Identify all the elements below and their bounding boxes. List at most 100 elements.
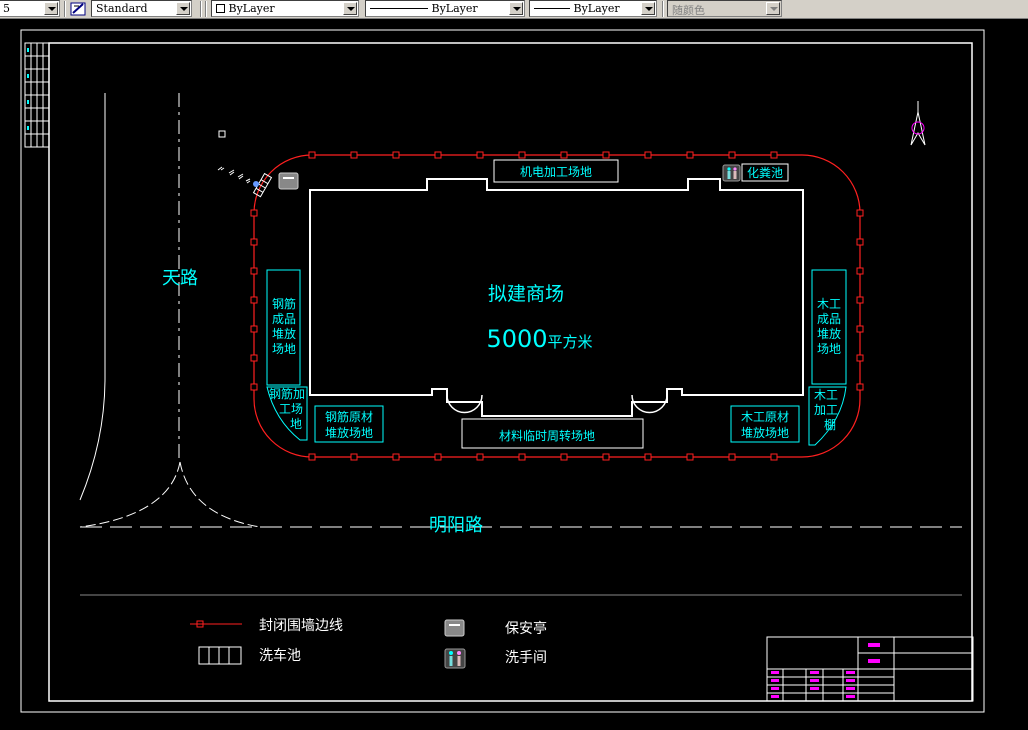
zone-rebar-finished-label: 钢筋 成品 堆放 场地 [272,296,296,356]
text-style-combo[interactable]: Standard [91,0,192,17]
toolbar-separator [64,1,66,17]
zone-text-line: 场地 [817,342,841,356]
line-sample-icon [534,8,570,9]
fence-marker [686,151,694,159]
text-style-value: Standard [96,2,148,15]
swatch-icon [216,4,225,13]
road-south-label: 明阳路 [429,515,483,536]
fence-marker [250,354,258,362]
linetype-combo[interactable]: ByLayer [365,0,525,17]
legend-toilet-icon [444,648,466,669]
color-combo[interactable]: 随颜色 [667,0,782,17]
fence-marker [602,453,610,461]
zone-text-line: 堆放场地 [325,425,373,440]
fence-marker [250,267,258,275]
fence-marker [728,151,736,159]
zone-text-line: 棚 [824,417,836,432]
north-arrow-icon [910,101,926,146]
zone-text-line: 工场 [279,402,303,416]
lineweight-value: ByLayer [573,2,620,15]
title-block-entries [771,643,880,698]
lineweight-combo[interactable]: ByLayer [529,0,657,17]
fence-marker [308,151,316,159]
chevron-down-icon[interactable] [343,2,357,15]
chevron-down-icon[interactable] [509,2,523,15]
gate-tick-marks [217,130,251,184]
fence-marker [250,383,258,391]
fence-marker [518,453,526,461]
outer-frame [20,29,985,713]
zone-septic-label: 化粪池 [747,166,783,180]
building-name: 拟建商场 [488,283,564,305]
road-junction-right [179,461,261,528]
roads [79,93,962,596]
chevron-down-icon[interactable] [766,2,780,15]
zone-material-label: 材料临时周转场地 [499,428,595,443]
fence-marker [476,151,484,159]
building-area-unit: 平方米 [547,333,592,351]
building-area-value: 5000 [486,325,547,353]
zone-rebar-process [266,386,308,441]
inner-frame [48,42,973,702]
drawing-canvas[interactable]: 天路 明阳路 拟建商场 5000 平方米 机电加工场地 化粪池 钢筋 成品 堆放… [0,20,1028,730]
toolbar-left-combo[interactable]: 5 [0,0,60,17]
fence-marker [250,238,258,246]
properties-toolbar: 5 Standard ByLayer ByLayer ByLayer [0,0,1028,19]
fence-marker [434,151,442,159]
fence-marker [392,453,400,461]
fence-marker [856,354,864,362]
toolbar-separator [205,1,207,17]
text-style-icon[interactable] [70,1,87,17]
linetype-display: ByLayer [370,2,478,15]
layer-value: ByLayer [228,2,275,15]
fence-marker [560,453,568,461]
zone-material [461,418,644,449]
legend-guard-booth-label: 保安亭 [505,620,547,637]
wash-pit-icon [252,172,273,198]
zone-rebar-raw-label: 钢筋原材 堆放场地 [325,409,373,440]
zone-text-line: 钢筋 [272,296,296,311]
fence-markers [250,151,864,461]
fence-marker [644,151,652,159]
legend-fence-label: 封闭围墙边线 [259,618,343,634]
fence-marker [476,453,484,461]
linetype-value: ByLayer [431,2,478,15]
fence-marker [856,238,864,246]
fence-marker [728,453,736,461]
fence-marker [560,151,568,159]
zone-text-line: 钢筋原材 [325,409,373,424]
fence-marker [250,296,258,304]
zone-text-line: 加工 [814,403,838,417]
binding-strip [24,42,50,148]
zone-wood-process [808,386,847,446]
toolbar-left-value: 5 [3,2,10,15]
zone-text-line: 堆放 [272,326,296,341]
zone-wood-raw [730,405,800,443]
chevron-down-icon[interactable] [44,2,58,15]
legend-guard-booth-icon [444,619,465,637]
zone-rebar-raw [314,405,384,443]
road-west-label: 天路 [162,268,198,289]
fence-marker [602,151,610,159]
fence-marker [856,209,864,217]
zone-mech [493,159,619,183]
chevron-down-icon[interactable] [176,2,190,15]
fence-marker [770,151,778,159]
zone-septic [741,163,789,182]
zone-mech-label: 机电加工场地 [520,165,592,179]
zone-text-line: 成品 [272,312,296,326]
zone-text-line: 木工原材 [741,410,789,424]
building-door-arc [446,394,483,414]
legend-wash-pit-label: 洗车池 [259,647,301,664]
fence-marker [350,453,358,461]
fence-marker [856,267,864,275]
chevron-down-icon[interactable] [641,2,655,15]
layer-combo[interactable]: ByLayer [211,0,359,17]
legend-fence-marker [196,620,204,628]
zone-text-line: 木工 [817,297,841,311]
title-block [766,636,974,702]
legend: 封闭围墙边线 洗车池 保安亭 洗手间 [190,618,547,669]
fence-line [253,154,861,458]
color-value: 随颜色 [672,4,705,17]
fence-marker [686,453,694,461]
